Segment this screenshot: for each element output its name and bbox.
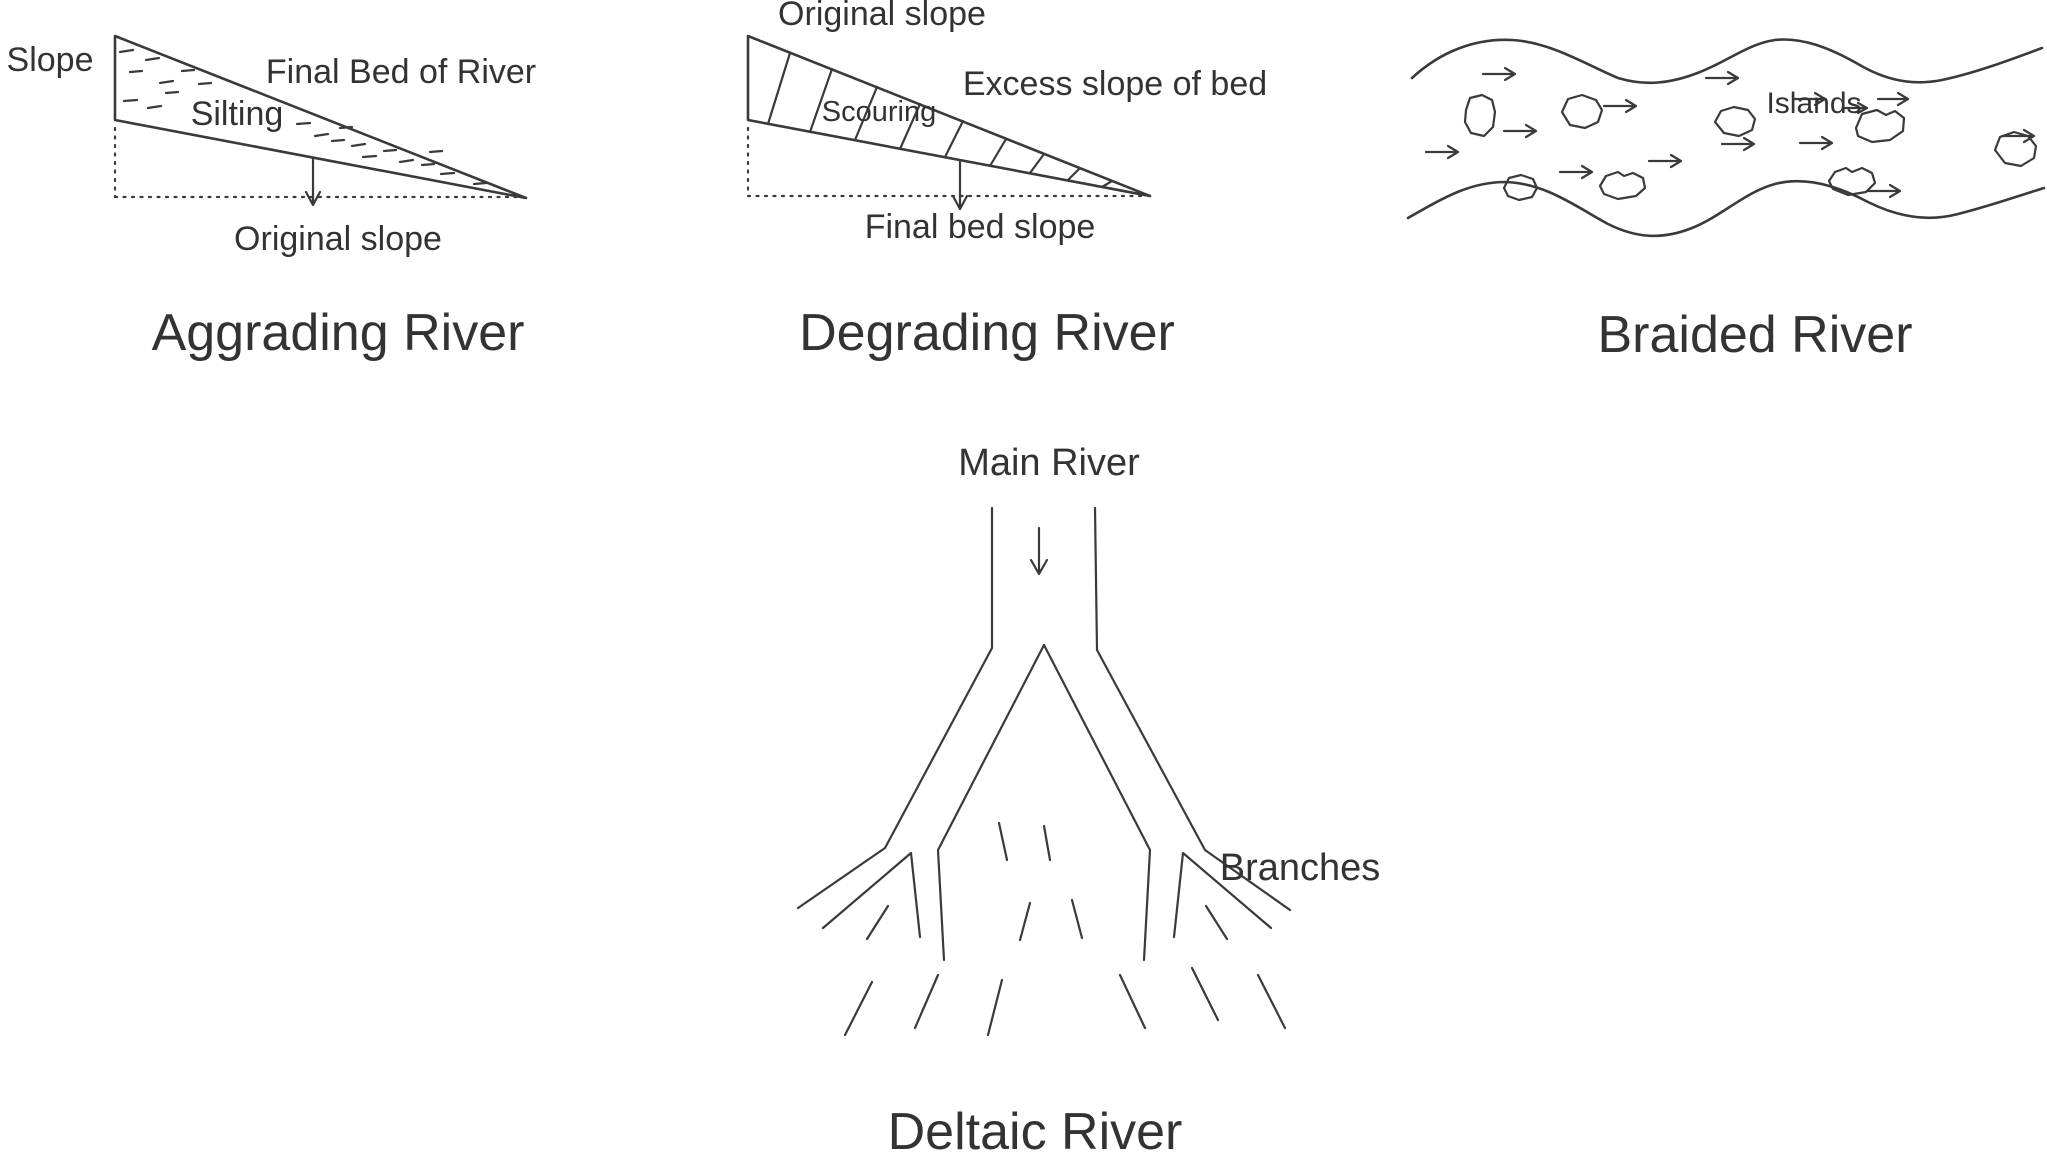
aggrading-wedge-outline <box>113 34 528 200</box>
braided-river-title: Braided River <box>1597 306 1913 364</box>
island-blob <box>1463 93 1497 138</box>
flow-arrow-icon <box>1602 98 1638 114</box>
flow-arrow-icon <box>1502 123 1538 139</box>
island-blob <box>1560 93 1604 130</box>
delta-left-outer-bank <box>796 506 994 910</box>
flow-arrow-icon <box>2000 128 2036 144</box>
flow-arrow-icon <box>1791 91 1827 107</box>
aggrading-silting-label: Silting <box>190 95 284 133</box>
degrading-diagram <box>746 34 1152 211</box>
distributary-dash-pattern <box>843 821 1287 1037</box>
deltaic-river-title: Deltaic River <box>887 1103 1183 1160</box>
silting-dash-pattern <box>118 48 488 186</box>
island-blob <box>1598 170 1647 201</box>
island-blob <box>1854 108 1906 144</box>
flow-arrows <box>1424 66 2036 199</box>
aggrading-river-title: Aggrading River <box>151 304 525 362</box>
aggrading-original-slope-label: Original slope <box>234 220 442 258</box>
deltaic-main-river-label: Main River <box>958 442 1140 484</box>
aggrading-final-bed-label: Final Bed of River <box>265 53 537 91</box>
degrading-original-slope-label: Original slope <box>778 0 986 33</box>
deltaic-down-arrow-icon <box>1029 526 1049 576</box>
aggrading-slope-label: Slope <box>6 41 94 79</box>
flow-arrow-icon <box>1720 136 1756 152</box>
degrading-down-arrow-icon <box>951 160 969 211</box>
river-bank-top <box>1410 38 2044 85</box>
degrading-excess-slope-label: Excess slope of bed <box>962 65 1268 103</box>
degrading-scouring-label: Scouring <box>821 96 937 128</box>
delta-inner-split-right <box>1042 643 1152 962</box>
flow-arrow-icon <box>1481 66 1517 82</box>
degrading-final-slope-dotted-line <box>746 126 1148 198</box>
deltaic-branches-label: Branches <box>1219 847 1381 889</box>
degrading-wedge-outline <box>746 34 1152 198</box>
flow-arrow-icon <box>1704 70 1740 86</box>
aggrading-down-arrow-icon <box>304 156 322 207</box>
river-bank-bottom <box>1406 179 2046 238</box>
island-blob <box>1827 166 1877 197</box>
braided-islands-label: Islands <box>1766 87 1862 120</box>
aggrading-diagram <box>113 34 528 207</box>
flow-arrow-icon <box>1424 144 1460 160</box>
flow-arrow-icon <box>1558 164 1594 180</box>
scouring-hatch-pattern <box>766 51 1114 189</box>
flow-arrow-icon <box>1866 183 1902 199</box>
delta-right-subfork <box>1172 851 1273 939</box>
island-blob <box>1713 105 1757 138</box>
degrading-final-bed-slope-label: Final bed slope <box>864 208 1096 246</box>
flow-arrow-icon <box>1841 101 1869 115</box>
island-blob <box>1502 173 1539 202</box>
delta-inner-split-left <box>936 643 1046 962</box>
deltaic-diagram <box>796 506 1292 1037</box>
degrading-river-title: Degrading River <box>799 304 1175 362</box>
braided-diagram <box>1406 38 2046 238</box>
flow-arrow-icon <box>1876 91 1910 107</box>
delta-right-outer-bank <box>1093 506 1292 912</box>
flow-arrow-icon <box>1798 135 1834 151</box>
island-blobs <box>1463 93 2038 202</box>
flow-arrow-icon <box>1647 153 1683 169</box>
delta-left-subfork <box>821 851 922 939</box>
